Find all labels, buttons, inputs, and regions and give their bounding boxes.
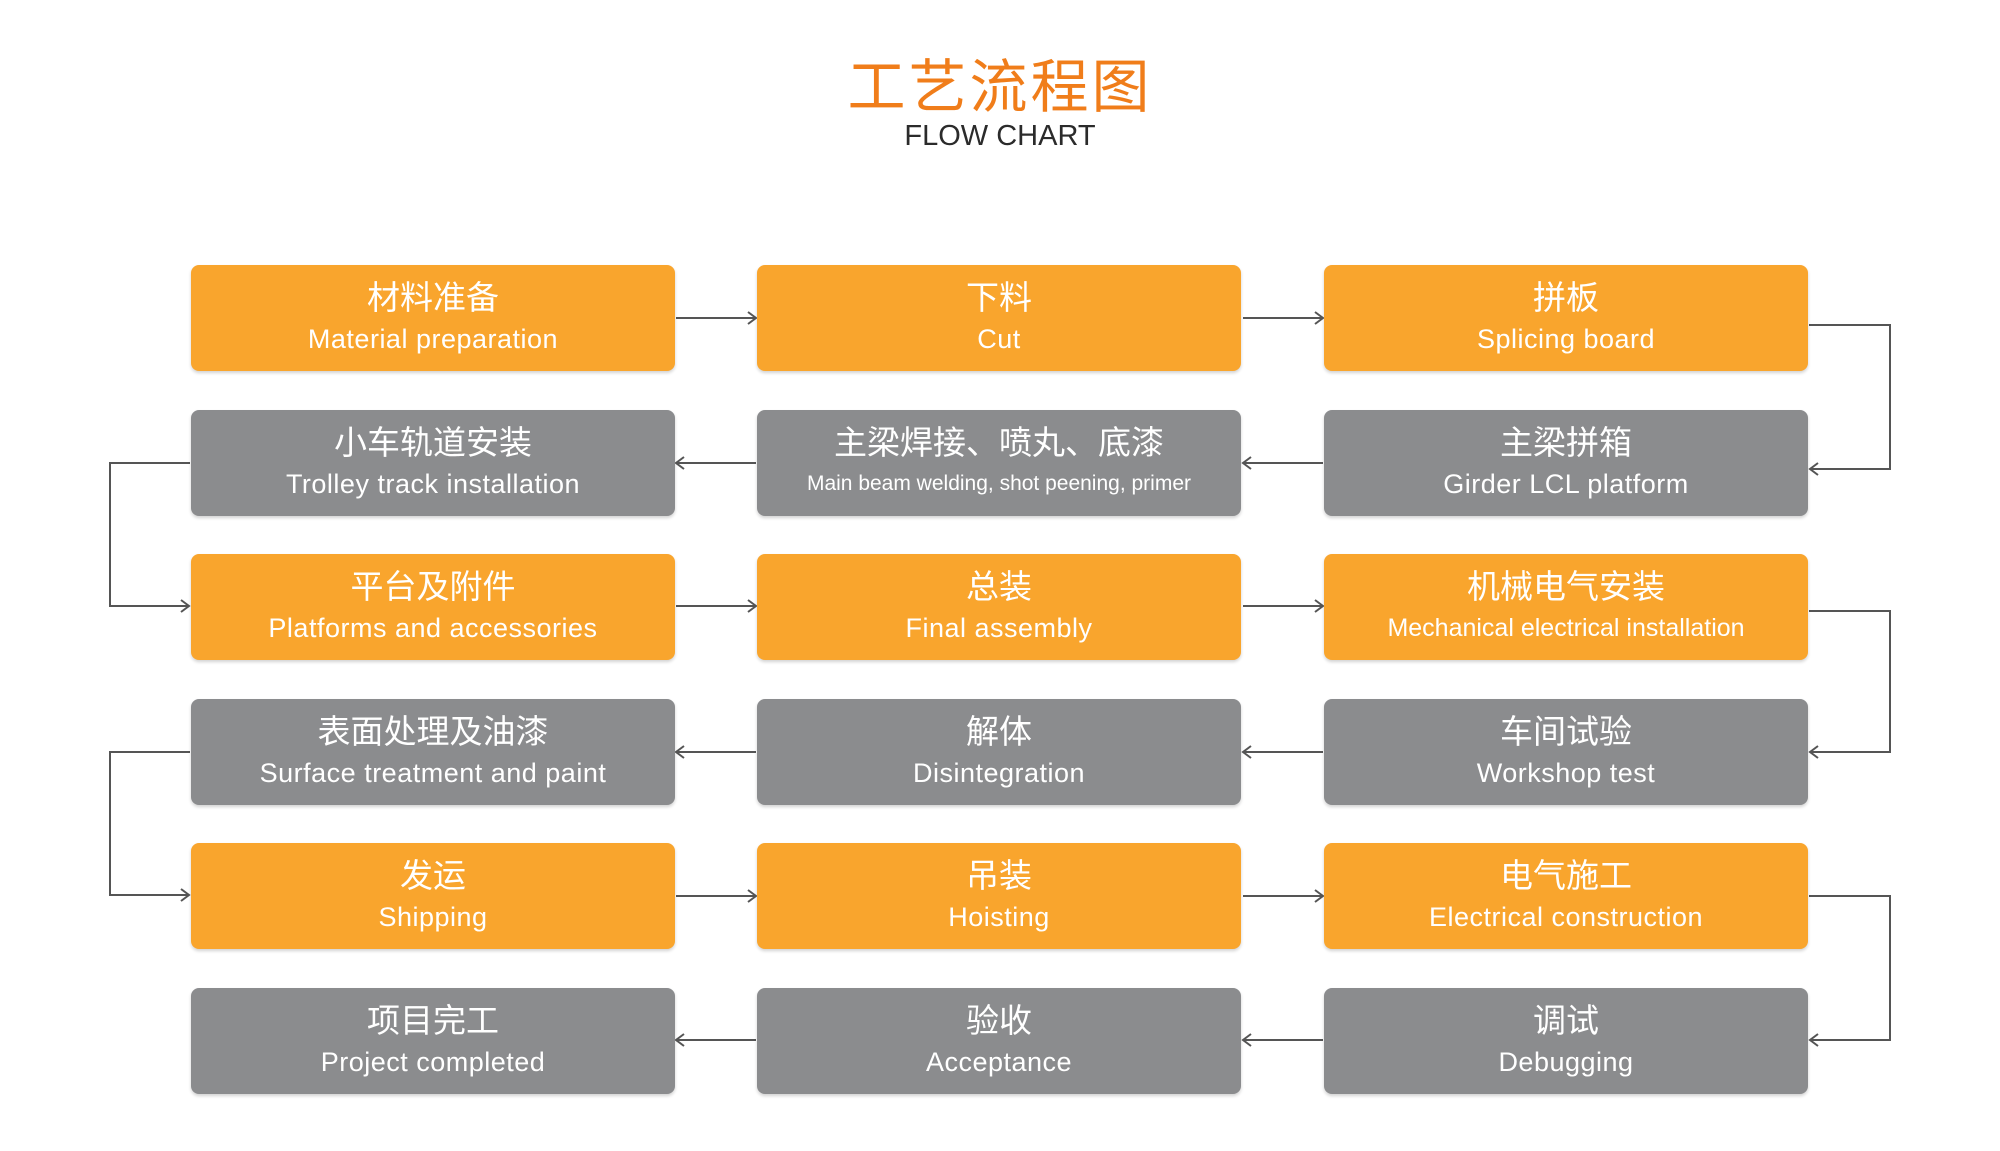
connector-9-10 <box>1808 610 1891 759</box>
step-main-beam-welding: 主梁焊接、喷丸、底漆 Main beam welding, shot peeni… <box>757 410 1241 516</box>
step-label-cn: 解体 <box>966 712 1032 751</box>
arrow-17-18 <box>674 1033 756 1047</box>
arrow-4-5 <box>1241 456 1323 470</box>
step-acceptance: 验收 Acceptance <box>757 988 1241 1094</box>
step-label-en: Trolley track installation <box>285 469 581 499</box>
step-splicing-board: 拼板 Splicing board <box>1324 265 1808 371</box>
arrow-16-17 <box>1241 1033 1323 1047</box>
step-label-en: Mechanical electrical installation <box>1387 614 1745 642</box>
arrow-1-2 <box>676 311 758 325</box>
connector-12-13 <box>109 751 191 902</box>
step-label-cn: 下料 <box>966 278 1032 317</box>
step-label-cn: 验收 <box>966 1001 1032 1040</box>
step-label-en: Disintegration <box>912 758 1086 788</box>
arrow-14-15 <box>1243 889 1325 903</box>
step-label-cn: 小车轨道安装 <box>334 423 532 462</box>
connector-3-4 <box>1808 324 1891 476</box>
connector-15-16 <box>1808 895 1891 1047</box>
step-label-cn: 发运 <box>400 856 466 895</box>
step-label-cn: 车间试验 <box>1500 712 1632 751</box>
step-label-cn: 项目完工 <box>367 1001 499 1040</box>
step-label-en: Main beam welding, shot peening, primer <box>806 472 1192 495</box>
step-label-en: Cut <box>977 324 1021 354</box>
step-trolley-track-installation: 小车轨道安装 Trolley track installation <box>191 410 675 516</box>
step-label-en: Girder LCL platform <box>1443 469 1689 499</box>
step-label-en: Shipping <box>378 902 488 932</box>
step-label-cn: 电气施工 <box>1500 856 1632 895</box>
step-label-en: Hoisting <box>948 902 1050 932</box>
step-label-cn: 拼板 <box>1533 278 1599 317</box>
step-label-en: Workshop test <box>1476 758 1656 788</box>
step-label-cn: 调试 <box>1533 1001 1599 1040</box>
connector-6-7 <box>109 462 191 613</box>
chart-title-chinese: 工艺流程图 <box>847 53 1153 121</box>
step-label-en: Project completed <box>320 1047 546 1077</box>
step-cut: 下料 Cut <box>757 265 1241 371</box>
step-label-cn: 主梁焊接、喷丸、底漆 <box>834 423 1164 462</box>
step-workshop-test: 车间试验 Workshop test <box>1324 699 1808 805</box>
arrow-10-11 <box>1241 745 1323 759</box>
arrow-11-12 <box>674 745 756 759</box>
step-label-cn: 吊装 <box>966 856 1032 895</box>
step-label-cn: 平台及附件 <box>350 567 516 606</box>
step-girder-lcl-platform: 主梁拼箱 Girder LCL platform <box>1324 410 1808 516</box>
step-label-en: Material preparation <box>307 324 559 354</box>
chart-title-english: FLOW CHART <box>904 120 1096 152</box>
step-electrical-construction: 电气施工 Electrical construction <box>1324 843 1808 949</box>
step-label-en: Platforms and accessories <box>268 613 598 643</box>
step-mechanical-electrical-installation: 机械电气安装 Mechanical electrical installatio… <box>1324 554 1808 660</box>
step-debugging: 调试 Debugging <box>1324 988 1808 1094</box>
step-final-assembly: 总装 Final assembly <box>757 554 1241 660</box>
arrow-2-3 <box>1243 311 1325 325</box>
step-label-en: Final assembly <box>905 613 1093 643</box>
step-label-cn: 总装 <box>966 567 1032 606</box>
arrow-7-8 <box>676 599 758 613</box>
step-label-en: Splicing board <box>1476 324 1656 354</box>
step-label-en: Surface treatment and paint <box>259 758 607 788</box>
step-project-completed: 项目完工 Project completed <box>191 988 675 1094</box>
step-label-en: Acceptance <box>925 1047 1073 1077</box>
step-material-preparation: 材料准备 Material preparation <box>191 265 675 371</box>
step-platforms-accessories: 平台及附件 Platforms and accessories <box>191 554 675 660</box>
step-label-cn: 机械电气安装 <box>1467 567 1665 606</box>
arrow-8-9 <box>1243 599 1325 613</box>
arrow-5-6 <box>674 456 756 470</box>
step-disintegration: 解体 Disintegration <box>757 699 1241 805</box>
step-label-cn: 表面处理及油漆 <box>317 712 549 751</box>
step-label-en: Electrical construction <box>1428 902 1704 932</box>
step-hoisting: 吊装 Hoisting <box>757 843 1241 949</box>
step-label-cn: 材料准备 <box>367 278 499 317</box>
arrow-13-14 <box>676 889 758 903</box>
step-surface-treatment-paint: 表面处理及油漆 Surface treatment and paint <box>191 699 675 805</box>
step-shipping: 发运 Shipping <box>191 843 675 949</box>
step-label-cn: 主梁拼箱 <box>1500 423 1632 462</box>
step-label-en: Debugging <box>1498 1047 1634 1077</box>
